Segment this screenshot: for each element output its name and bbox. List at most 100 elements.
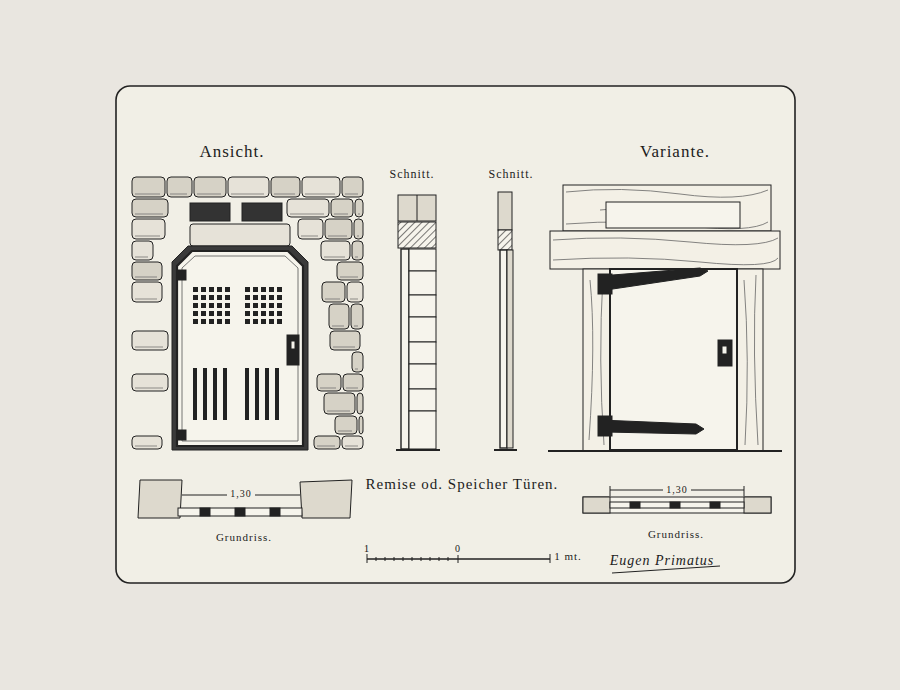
stone (342, 436, 363, 449)
vent-slat (203, 368, 207, 420)
vent-square (217, 319, 222, 324)
stone-shade (357, 236, 359, 237)
stone (132, 436, 162, 449)
stone-shade (332, 326, 344, 327)
stone-shade (135, 214, 163, 215)
stone (132, 262, 162, 280)
vent-square (253, 287, 258, 292)
vent-square (245, 319, 250, 324)
vent-square (253, 295, 258, 300)
stone-shade (135, 236, 160, 237)
stone (343, 374, 363, 391)
stone (335, 416, 357, 434)
stone-shade (362, 431, 364, 432)
view-title: Schnitt. (488, 168, 533, 181)
vent-square (209, 287, 214, 292)
stone (329, 304, 349, 329)
stone (322, 282, 345, 302)
stone (352, 241, 363, 260)
vent-square (269, 311, 274, 316)
vent-slat (275, 368, 279, 420)
stone-shade (135, 299, 157, 300)
vent-square (261, 287, 266, 292)
stone-shade (334, 214, 348, 215)
stone-shade (328, 236, 347, 237)
stone (357, 393, 363, 414)
vent-square (277, 303, 282, 308)
vent-square (201, 287, 206, 292)
plan-title: Grundriss. (648, 528, 704, 540)
stone-shade (324, 257, 345, 258)
vent-square (245, 311, 250, 316)
section-timber (494, 192, 517, 450)
stone (132, 177, 165, 197)
stone (354, 219, 363, 239)
stone (352, 352, 363, 372)
stone (331, 199, 353, 217)
stone-shade (360, 411, 362, 412)
stone (271, 177, 300, 197)
stone-shade (345, 194, 358, 195)
vent-slat (255, 368, 259, 420)
vent-square (193, 319, 198, 324)
stone (298, 219, 323, 239)
stone-shade (290, 214, 324, 215)
scale-number: 0 (455, 543, 461, 554)
stone-shade (301, 236, 318, 237)
stone-shade (135, 446, 157, 447)
signature: Eugen Primatus (610, 553, 715, 568)
stone (132, 282, 162, 302)
stone-shade (355, 257, 358, 258)
vent-square (225, 303, 230, 308)
stone (228, 177, 269, 197)
stone-shade (355, 369, 358, 370)
vent-square (269, 319, 274, 324)
stone (317, 374, 341, 391)
stone-shade (350, 299, 358, 300)
lintel-stone (190, 224, 290, 246)
stone (351, 304, 363, 329)
stone-shade (354, 326, 358, 327)
vent-square (225, 311, 230, 316)
vent-slat (213, 368, 217, 420)
vent-square (269, 295, 274, 300)
vent-square (261, 319, 266, 324)
stone-shade (135, 277, 157, 278)
vent-square (245, 287, 250, 292)
stone (325, 219, 352, 239)
stone-shade (320, 388, 336, 389)
vent-square (201, 295, 206, 300)
vent-slat (265, 368, 269, 420)
view-title: Variante. (640, 143, 710, 162)
vent-square (201, 311, 206, 316)
vent-square (209, 319, 214, 324)
vent-square (269, 303, 274, 308)
stone-shade (340, 277, 358, 278)
section-wall (396, 195, 440, 450)
vent-square (277, 287, 282, 292)
stone-shade (197, 194, 221, 195)
stone (132, 374, 168, 391)
stone-shade (305, 194, 335, 195)
vent-square (193, 311, 198, 316)
stone (330, 331, 360, 350)
vent-square (261, 295, 266, 300)
vent-square (261, 311, 266, 316)
stone-shade (135, 388, 163, 389)
stone (132, 241, 153, 260)
vent-square (209, 303, 214, 308)
stone (167, 177, 192, 197)
vent-square (245, 303, 250, 308)
stone-wall (132, 177, 364, 449)
stone-door (172, 203, 308, 450)
stone (314, 436, 340, 449)
stone-shade (325, 299, 340, 300)
vent-square (193, 287, 198, 292)
vent-square (201, 303, 206, 308)
vent-square (201, 319, 206, 324)
stone-shade (170, 194, 187, 195)
stone (132, 331, 168, 350)
stone-shade (274, 194, 295, 195)
